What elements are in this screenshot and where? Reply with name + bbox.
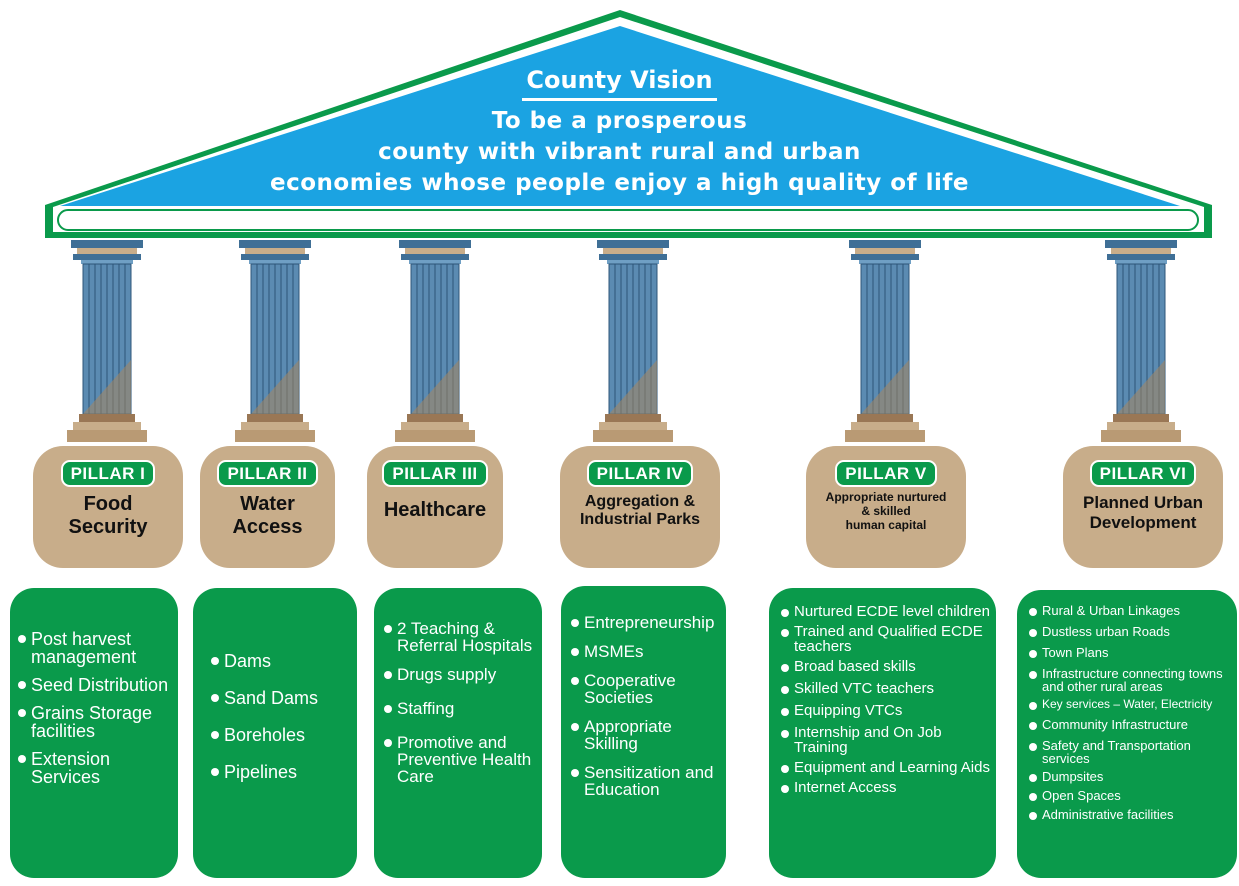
- list-item: Dumpsites: [1029, 770, 1233, 783]
- pillar-list-2: Dams Sand Dams Boreholes Pipelines: [193, 588, 357, 878]
- list-item: Trained and Qualified ECDE teachers: [781, 624, 990, 654]
- list-item: Administrative facilities: [1029, 808, 1233, 821]
- pillar-list-3: 2 Teaching & Referral Hospitals Drugs su…: [374, 588, 542, 878]
- list-item: Broad based skills: [781, 659, 990, 674]
- pillar-name: Aggregation & Industrial Parks: [579, 493, 701, 529]
- list-item: Internet Access: [781, 780, 990, 795]
- pillar-list-4: Entrepreneurship MSMEs Cooperative Socie…: [561, 586, 726, 878]
- list-item: Extension Services: [18, 750, 172, 786]
- list-item: Equipping VTCs: [781, 703, 990, 718]
- list-item: Seed Distribution: [18, 676, 172, 694]
- pillar-card-3: PILLAR III Healthcare: [367, 446, 503, 568]
- pillar-badge: PILLAR IV: [586, 460, 694, 487]
- pillar-name: Food Security: [68, 493, 148, 538]
- column-icon: [235, 240, 315, 442]
- column-icon: [67, 240, 147, 442]
- list-item: Promotive and Preventive Health Care: [384, 734, 536, 785]
- list-item: Key services – Water, Electricity: [1029, 698, 1233, 710]
- pillar-card-1: PILLAR I Food Security: [33, 446, 183, 568]
- list-item: Pipelines: [211, 763, 351, 781]
- pillar-badge: PILLAR II: [217, 460, 318, 487]
- list-item: Dustless urban Roads: [1029, 625, 1233, 638]
- list-item: Town Plans: [1029, 646, 1233, 659]
- roof-pediment: [45, 10, 1212, 238]
- list-item: Sand Dams: [211, 689, 351, 707]
- pillar-card-6: PILLAR VI Planned Urban Development: [1063, 446, 1223, 568]
- list-item: Community Infrastructure: [1029, 718, 1233, 731]
- pillar-card-5: PILLAR V Appropriate nurtured & skilled …: [806, 446, 966, 568]
- pillar-list-6: Rural & Urban Linkages Dustless urban Ro…: [1017, 590, 1237, 878]
- list-item: Internship and On Job Training: [781, 725, 990, 755]
- vision-title: County Vision: [0, 66, 1239, 101]
- vision-line: To be a prosperous: [491, 108, 748, 134]
- pillar-badge: PILLAR V: [835, 460, 937, 487]
- list-item: Skilled VTC teachers: [781, 681, 990, 696]
- roof-triangle: [60, 26, 1180, 206]
- list-item: Dams: [211, 652, 351, 670]
- column-icon: [845, 240, 925, 442]
- column-icon: [395, 240, 475, 442]
- pillar-name: Planned Urban Development: [1083, 493, 1203, 532]
- pillar-name: Healthcare: [383, 499, 487, 521]
- pillar-card-4: PILLAR IV Aggregation & Industrial Parks: [560, 446, 720, 568]
- roof-beam: [57, 209, 1199, 231]
- list-item: Nurtured ECDE level children: [781, 604, 990, 619]
- list-item: Infrastructure connecting towns and othe…: [1029, 667, 1233, 693]
- list-item: Sensitization and Education: [571, 764, 722, 798]
- list-item: Post harvest management: [18, 630, 172, 666]
- list-item: Appropriate Skilling: [571, 718, 722, 752]
- column-icon: [593, 240, 673, 442]
- pillar-badge: PILLAR VI: [1089, 460, 1197, 487]
- list-item: 2 Teaching & Referral Hospitals: [384, 620, 536, 654]
- vision-line: county with vibrant rural and urban: [378, 139, 861, 165]
- list-item: Cooperative Societies: [571, 672, 722, 706]
- pillar-name: Appropriate nurtured & skilled human cap…: [825, 490, 947, 532]
- list-item: Rural & Urban Linkages: [1029, 604, 1233, 617]
- list-item: Drugs supply: [384, 666, 536, 683]
- pillar-badge: PILLAR III: [382, 460, 488, 487]
- list-item: Boreholes: [211, 726, 351, 744]
- pillar-name: Water Access: [232, 493, 303, 538]
- vision-statement: To be a prosperous county with vibrant r…: [0, 106, 1239, 199]
- column-icon: [1101, 240, 1181, 442]
- list-item: Open Spaces: [1029, 789, 1233, 802]
- list-item: Staffing: [384, 700, 536, 717]
- list-item: Safety and Transportation services: [1029, 739, 1233, 765]
- pillar-list-1: Post harvest management Seed Distributio…: [10, 588, 178, 878]
- list-item: Grains Storage facilities: [18, 704, 172, 740]
- list-item: Equipment and Learning Aids: [781, 760, 990, 775]
- list-item: MSMEs: [571, 643, 722, 660]
- pillar-badge: PILLAR I: [60, 460, 156, 487]
- pillar-card-2: PILLAR II Water Access: [200, 446, 335, 568]
- vision-line: economies whose people enjoy a high qual…: [270, 170, 969, 196]
- list-item: Entrepreneurship: [571, 614, 722, 631]
- pillar-list-5: Nurtured ECDE level children Trained and…: [769, 588, 996, 878]
